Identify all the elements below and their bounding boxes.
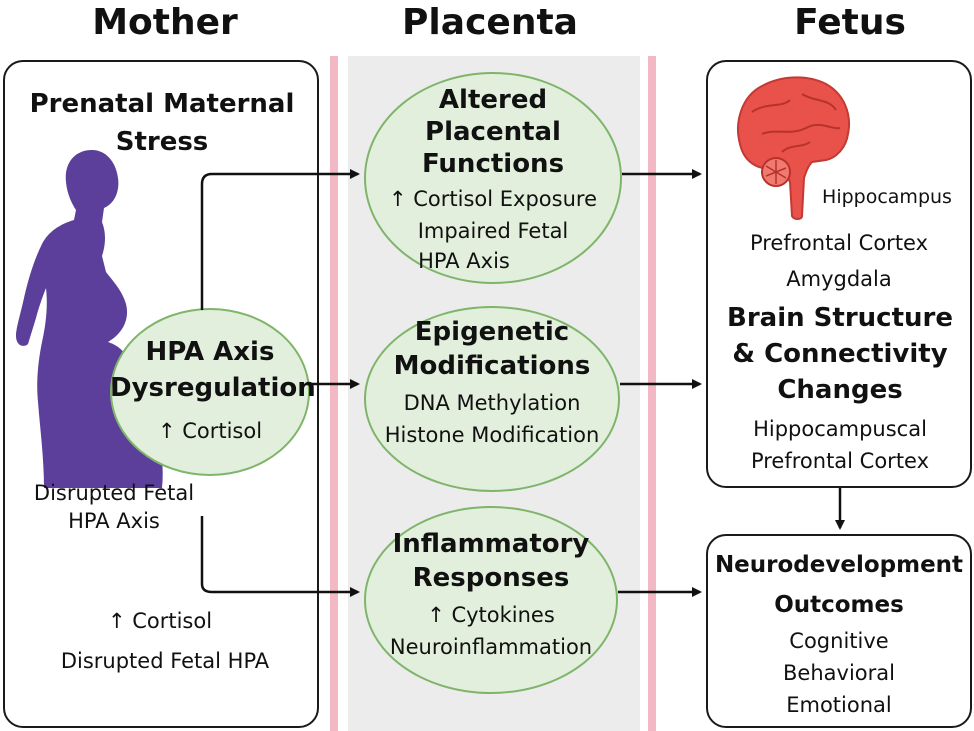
inflammatory-ellipse	[364, 506, 618, 694]
disrupted-fetal-hpa: Disrupted Fetal HPA	[60, 649, 270, 673]
altered-title-line3: Functions	[421, 149, 565, 179]
inflammatory-title-line2: Responses	[412, 563, 570, 593]
altered-sub3: HPA Axis	[418, 249, 510, 273]
amygdala-label: Amygdala	[786, 267, 892, 291]
hpa-cortisol: ↑ Cortisol	[157, 419, 263, 443]
mother-title-line2: Stress	[115, 127, 209, 157]
column-title-placenta: Placenta	[402, 2, 578, 43]
mother-title-line1: Prenatal Maternal	[29, 89, 295, 119]
hpa-title-line1: HPA Axis	[145, 337, 275, 367]
divider-left	[330, 56, 338, 731]
hpa-axis-ellipse	[110, 308, 310, 476]
mother-cortisol: ↑ Cortisol	[107, 609, 213, 633]
altered-sub2: Impaired Fetal	[417, 219, 569, 243]
column-title-fetus: Fetus	[794, 2, 906, 43]
altered-title-line1: Altered	[438, 85, 548, 115]
brain-icon	[737, 76, 850, 220]
outcomes-title-line2: Outcomes	[774, 592, 904, 618]
outcome-cognitive: Cognitive	[789, 629, 889, 653]
altered-sub1: ↑ Cortisol Exposure	[388, 187, 597, 211]
prefrontal-label: Prefrontal Cortex	[749, 231, 929, 255]
inflammatory-title-line1: Inflammatory	[392, 529, 590, 559]
column-title-mother: Mother	[92, 2, 238, 43]
hippocampuscal-label: Hippocampuscal	[753, 417, 927, 441]
brain-title-line3: Changes	[777, 375, 903, 405]
outcome-behavioral: Behavioral	[783, 661, 895, 685]
disrupted-fetal-line1: Disrupted Fetal	[33, 481, 195, 505]
outcomes-panel	[706, 534, 972, 728]
disrupted-fetal-line2: HPA Axis	[68, 509, 160, 533]
brain-title-line1: Brain Structure	[727, 303, 953, 333]
hippocampus-label: Hippocampus	[822, 186, 952, 208]
outcome-emotional: Emotional	[786, 693, 892, 717]
epigenetic-sub1: DNA Methylation	[403, 391, 581, 415]
epigenetic-title-line2: Modifications	[393, 351, 591, 381]
inflammatory-sub1: ↑ Cytokines	[427, 603, 555, 627]
epigenetic-ellipse	[364, 306, 620, 492]
outcomes-title-line1: Neurodevelopment	[714, 552, 964, 578]
epigenetic-sub2: Histone Modification	[384, 423, 600, 447]
altered-title-line2: Placental	[425, 117, 561, 147]
inflammatory-sub2: Neuroinflammation	[389, 635, 593, 659]
hpa-title-line2: Dysregulation	[110, 373, 316, 403]
epigenetic-title-line1: Epigenetic	[414, 317, 570, 347]
brain-title-line2: & Connectivity	[732, 339, 948, 369]
altered-placental-ellipse	[364, 72, 622, 284]
prefrontal-label-2: Prefrontal Cortex	[750, 449, 930, 473]
divider-right	[648, 56, 656, 731]
